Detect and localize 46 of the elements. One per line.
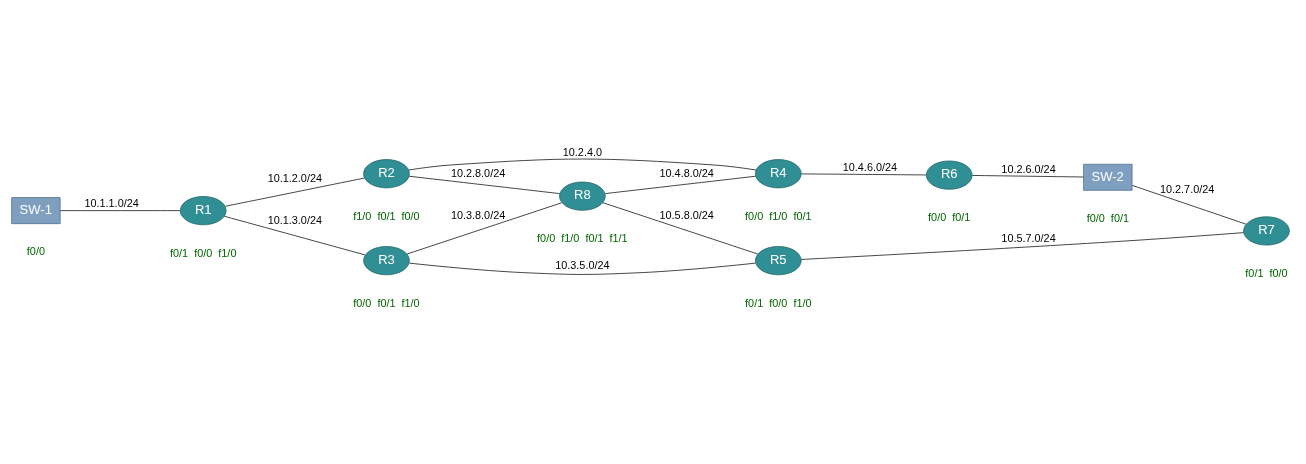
edge-label: 10.2.6.0/24 [1001,162,1056,175]
edge-label: 10.3.5.0/24 [555,259,610,272]
node-ellipse: R8 [559,181,606,211]
edge-label: 10.3.8.0/24 [450,208,506,221]
node-box: SW-2 [1083,163,1133,191]
node-label: f0/1 f0/0 [1245,266,1288,279]
connector [801,232,1244,260]
node-label: f0/1 f0/0 f1/0 [745,296,812,309]
connector [225,177,365,207]
edge-label: 10.4.6.0/24 [842,160,898,173]
node-ellipse: R1 [179,196,227,226]
node-box: SW-1 [11,197,61,225]
edge-label: 10.2.7.0/24 [1159,182,1215,195]
connector [224,215,366,256]
edge-label: 10.4.8.0/24 [659,167,714,180]
connector [801,173,927,176]
edge-label: 10.1.1.0/24 [84,197,139,210]
node-ellipse: R3 [363,246,410,276]
edge-label: 10.1.2.0/24 [267,172,323,185]
edge-label: 10.5.7.0/24 [1001,231,1056,244]
connector [406,202,562,255]
connector [408,158,757,171]
edge-label: 10.2.8.0/24 [450,167,506,180]
node-label: f0/1 f0/0 f1/0 [170,246,237,259]
node-ellipse: R7 [1243,216,1290,246]
node-label: f0/0 f1/0 f0/1 [745,209,812,222]
node-ellipse: R6 [925,160,973,190]
edge-label: 10.2.4.0 [562,145,603,158]
connector [408,175,560,194]
node-ellipse: R2 [363,159,410,189]
connector [1132,185,1247,225]
edge-label: 10.5.8.0/24 [659,208,714,221]
node-label: f0/0 f0/1 [1086,211,1129,224]
connector [408,262,756,275]
connector [602,202,758,255]
node-label: f0/0 f0/1 [928,211,971,224]
edge-label: 10.1.3.0/24 [267,214,323,227]
node-label: f0/0 [26,245,45,258]
node-label: f1/0 f0/1 f0/0 [353,209,420,222]
connector [972,175,1084,178]
node-label: f0/0 f1/0 f0/1 f1/1 [537,232,628,245]
connector [604,175,756,194]
node-ellipse: R5 [755,246,802,276]
connector [60,210,181,211]
node-ellipse: R4 [755,159,802,189]
node-label: f0/0 f0/1 f1/0 [353,296,420,309]
